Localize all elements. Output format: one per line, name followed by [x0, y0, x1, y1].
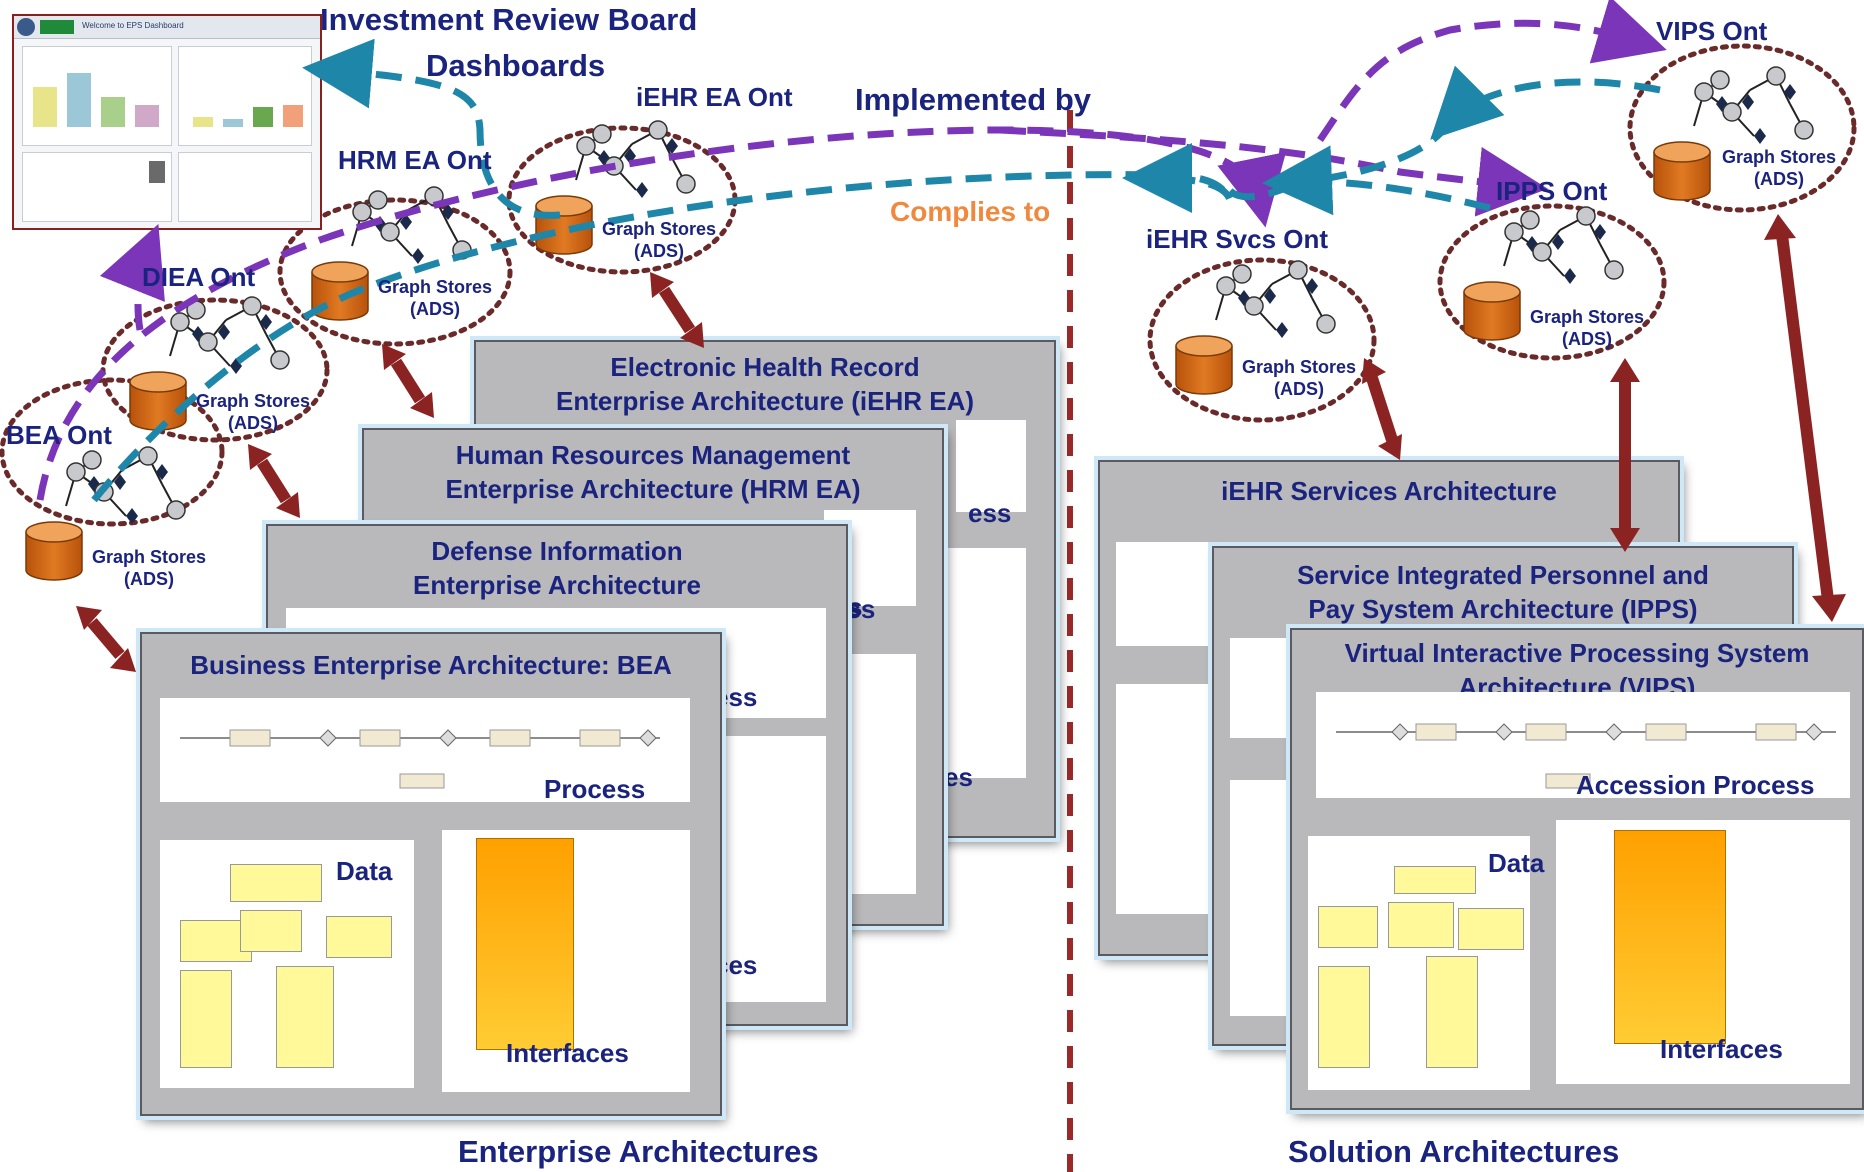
iehr-ea-store-line1: Graph Stores [602, 219, 717, 239]
hrm-ontology-label: HRM EA Ont [338, 145, 492, 175]
bea-graph-store-label: Graph Stores(ADS) [92, 546, 206, 590]
diea-store-line1: Graph Stores [196, 391, 311, 411]
hrm-ea-data-label: s [848, 592, 863, 622]
vips-card: Virtual Interactive Processing System Ar… [1290, 628, 1864, 1110]
dashboard-brand-badge [40, 20, 74, 34]
vips-process-diagram [1336, 723, 1836, 789]
dashboard-title-line-1: Investment Review Board [320, 2, 698, 37]
bea-data-label: Data [336, 856, 393, 886]
dashboard-chart-1 [22, 46, 172, 146]
iehr-svcs-store-line2: (ADS) [1274, 379, 1325, 399]
vips-data-label: Data [1488, 848, 1545, 878]
bea-ontology-label: BEA Ont [6, 420, 112, 450]
iehr-ea-data-label: es [944, 762, 973, 792]
vips-interfaces-label: Interfaces [1660, 1034, 1783, 1064]
iehr-svcs-card-title: iEHR Services Architecture [1221, 476, 1557, 506]
iehr-ea-ontology-label: iEHR EA Ont [636, 82, 793, 112]
ipps-ontology-boundary [1437, 203, 1667, 361]
iehr-svcs-process-panel [1116, 542, 1212, 646]
diea-data-panel [708, 736, 826, 1002]
hrm-store-line2: (ADS) [410, 299, 461, 319]
hrm-store-line1: Graph Stores [378, 277, 493, 297]
ipps-ontology-label: IPPS Ont [1496, 176, 1608, 206]
vips-store-line1: Graph Stores [1722, 147, 1837, 167]
diea-graph-store-label: Graph Stores(ADS) [196, 390, 310, 434]
vips-graph-store-label: Graph Stores(ADS) [1722, 146, 1836, 190]
vips-data-panel [1308, 836, 1530, 1090]
bea-card-title: Business Enterprise Architecture: BEA [190, 650, 672, 680]
bea-interfaces-panel [442, 830, 690, 1092]
iehr-svcs-ontology-label: iEHR Svcs Ont [1146, 224, 1329, 254]
iehr-svcs-graph-store-label: Graph Stores(ADS) [1242, 356, 1356, 400]
dashboard-chart-2 [178, 46, 312, 146]
diea-ontology-label: DIEA Ont [142, 262, 256, 292]
bea-data-panel [160, 840, 414, 1088]
hrm-ea-card-title: Human Resources Management Enterprise Ar… [445, 440, 861, 504]
bea-interfaces-label: Interfaces [506, 1038, 629, 1068]
ipps-graph-store-label: Graph Stores(ADS) [1530, 306, 1644, 350]
iehr-svcs-store-line1: Graph Stores [1242, 357, 1357, 377]
dashboard-avatar [149, 161, 165, 183]
dashboard-news-panel [22, 152, 172, 222]
iehr-ea-graph-store-label: Graph Stores(ADS) [602, 218, 716, 262]
iehr-ea-process-label: ess [968, 498, 1012, 528]
hrm-graph-store-label: Graph Stores(ADS) [378, 276, 492, 320]
bea-card: Business Enterprise Architecture: BEA Pr… [140, 632, 722, 1116]
vips-interfaces-panel [1556, 820, 1850, 1084]
enterprise-architectures-heading: Enterprise Architectures [458, 1134, 819, 1169]
iehr-ea-card-title: Electronic Health Record Enterprise Arch… [555, 352, 975, 416]
vips-process-label: Accession Process [1576, 770, 1815, 800]
diea-store-line2: (ADS) [228, 413, 279, 433]
dashboard-screenshot-title: Welcome to EPS Dashboard [82, 21, 184, 30]
ipps-store-line1: Graph Stores [1530, 307, 1645, 327]
dashboard-logo [17, 18, 35, 36]
dashboard-search-panel [178, 152, 312, 222]
solution-architectures-heading: Solution Architectures [1288, 1134, 1620, 1169]
bea-store-line2: (ADS) [124, 569, 175, 589]
ipps-card-title: Service Integrated Personnel and Pay Sys… [1297, 560, 1709, 624]
vips-ontology-label: VIPS Ont [1656, 16, 1768, 46]
iehr-ea-store-line2: (ADS) [634, 241, 685, 261]
implemented-by-label: Implemented by [855, 82, 1091, 117]
bea-process-label: Process [544, 774, 646, 804]
bea-store-line1: Graph Stores [92, 547, 207, 567]
bea-process-panel [160, 698, 690, 802]
iehr-svcs-data-panel [1116, 684, 1212, 914]
diea-card-title: Defense Information Enterprise Architect… [412, 536, 702, 634]
complies-to-label: Complies to [890, 196, 1051, 227]
dashboard-screenshot: Welcome to EPS Dashboard [12, 14, 322, 230]
ipps-store-line2: (ADS) [1562, 329, 1613, 349]
dashboard-title-line-2: Dashboards [426, 48, 606, 83]
bea-process-diagram [180, 729, 660, 789]
vips-process-panel [1316, 692, 1850, 798]
vips-store-line2: (ADS) [1754, 169, 1805, 189]
